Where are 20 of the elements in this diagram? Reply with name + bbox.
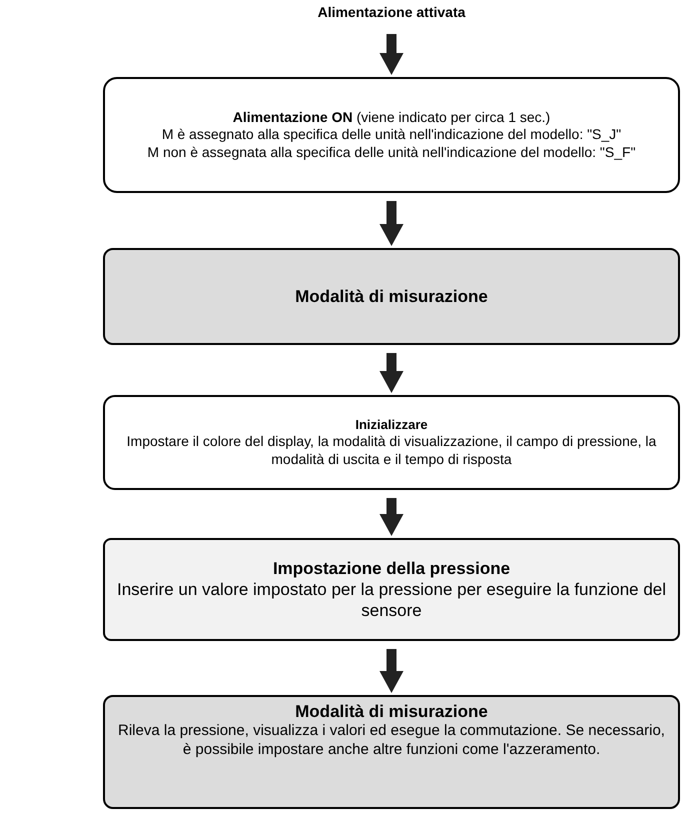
body-text: Inserire un valore impostato per la pressione per eseguire la funzione del sensore — [116, 578, 668, 622]
body-text: Impostare il colore del display, la modalità di visualizzazione, il campo di pressione, la modalità di uscita e il tempo di risposta — [126, 433, 658, 468]
body-text: M è assegnato alla specifica delle unità nell'indicazione del modello: "S_J" — [162, 126, 622, 144]
arrow — [380, 201, 404, 246]
body-text: M non è assegnata alla specifica delle unità nell'indicazione del modello: "S_F" — [147, 144, 636, 162]
heading-text: Impostazione della pressione — [272, 558, 510, 579]
mode-box — [103, 248, 680, 345]
mode-box — [103, 695, 680, 809]
start-label: Alimentazione attivata — [318, 4, 466, 22]
arrow — [380, 34, 404, 75]
heading-text: Modalità di misurazione — [295, 286, 488, 308]
heading-text: Modalità di misurazione — [295, 701, 488, 722]
heading-text: Inizializzare — [355, 416, 428, 434]
arrow — [380, 353, 404, 393]
process-box — [103, 395, 680, 490]
process-box — [103, 538, 680, 641]
body-text: Rileva la pressione, visualizza i valori ed esegue la commutazione. Se necessario, è possibile impostare anche altre funzioni come l'azzeramento. — [117, 722, 666, 760]
heading-text: Alimentazione ON (viene indicato per circa 1 sec.) — [232, 108, 550, 126]
process-box — [103, 77, 680, 193]
arrow — [380, 649, 404, 693]
